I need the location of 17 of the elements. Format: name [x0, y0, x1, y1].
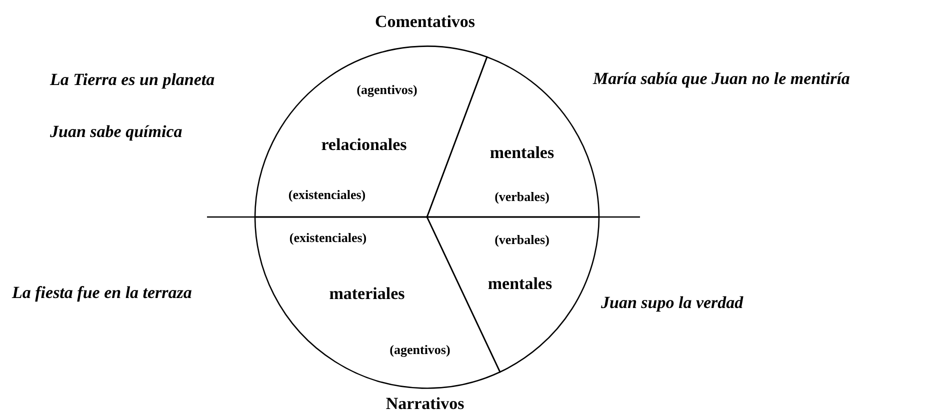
sector-label: materiales — [329, 284, 405, 304]
example-sentence: Juan supo la verdad — [601, 293, 744, 313]
sector-label: (existenciales) — [289, 230, 367, 246]
sector-label: mentales — [488, 274, 552, 294]
category-heading: Narrativos — [386, 394, 464, 411]
sector-label: (existenciales) — [288, 187, 366, 203]
sector-label: (agentivos) — [356, 82, 418, 98]
example-sentence: La Tierra es un planeta — [50, 70, 215, 90]
example-sentence: La fiesta fue en la terraza — [12, 283, 192, 303]
sector-label: (agentivos) — [390, 342, 450, 358]
sector-label: (verbales) — [494, 189, 550, 205]
example-sentence: María sabía que Juan no le mentiría — [593, 69, 850, 89]
sector-label: relacionales — [321, 135, 407, 155]
sector-label: mentales — [490, 143, 554, 163]
sector-label: (verbales) — [494, 232, 550, 248]
example-sentence: Juan sabe química — [50, 122, 182, 142]
category-heading: Comentativos — [374, 12, 476, 32]
